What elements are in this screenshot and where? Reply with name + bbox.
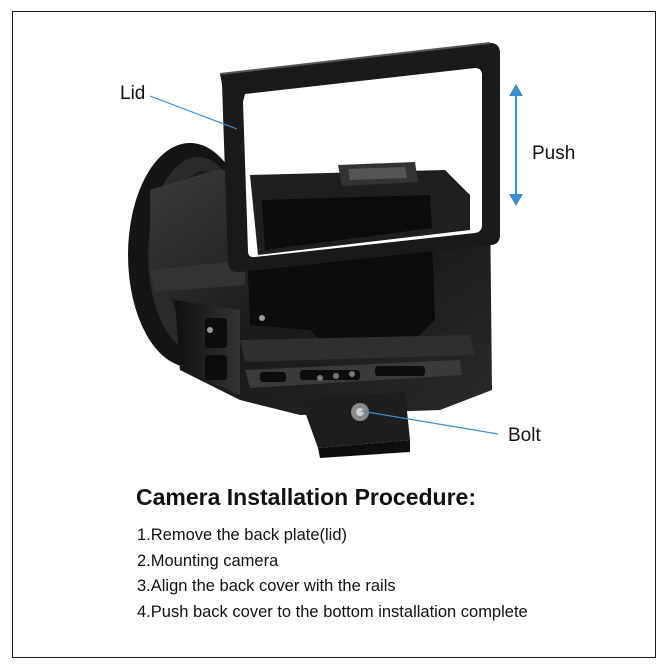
cage-through-lid (250, 162, 470, 255)
lid-callout-label: Lid (120, 83, 146, 104)
procedure-step: 1.Remove the back plate(lid) (137, 526, 348, 544)
push-callout-label: Push (532, 143, 576, 164)
procedure-step: 4.Push back cover to the bottom installa… (137, 602, 528, 621)
procedure-step: 3.Align the back cover with the rails (137, 577, 396, 595)
double-arrow-vertical-icon (509, 84, 523, 206)
procedure-steps: 1.Remove the back plate(lid) 2.Mounting … (137, 524, 528, 626)
bolt-callout-label: Bolt (508, 425, 541, 446)
image-border (12, 11, 656, 658)
callout-lines (149, 95, 499, 435)
bottom-mount (300, 392, 410, 458)
procedure-step: 2.Mounting camera (137, 551, 279, 570)
procedure-title: Camera Installation Procedure: (136, 484, 476, 510)
